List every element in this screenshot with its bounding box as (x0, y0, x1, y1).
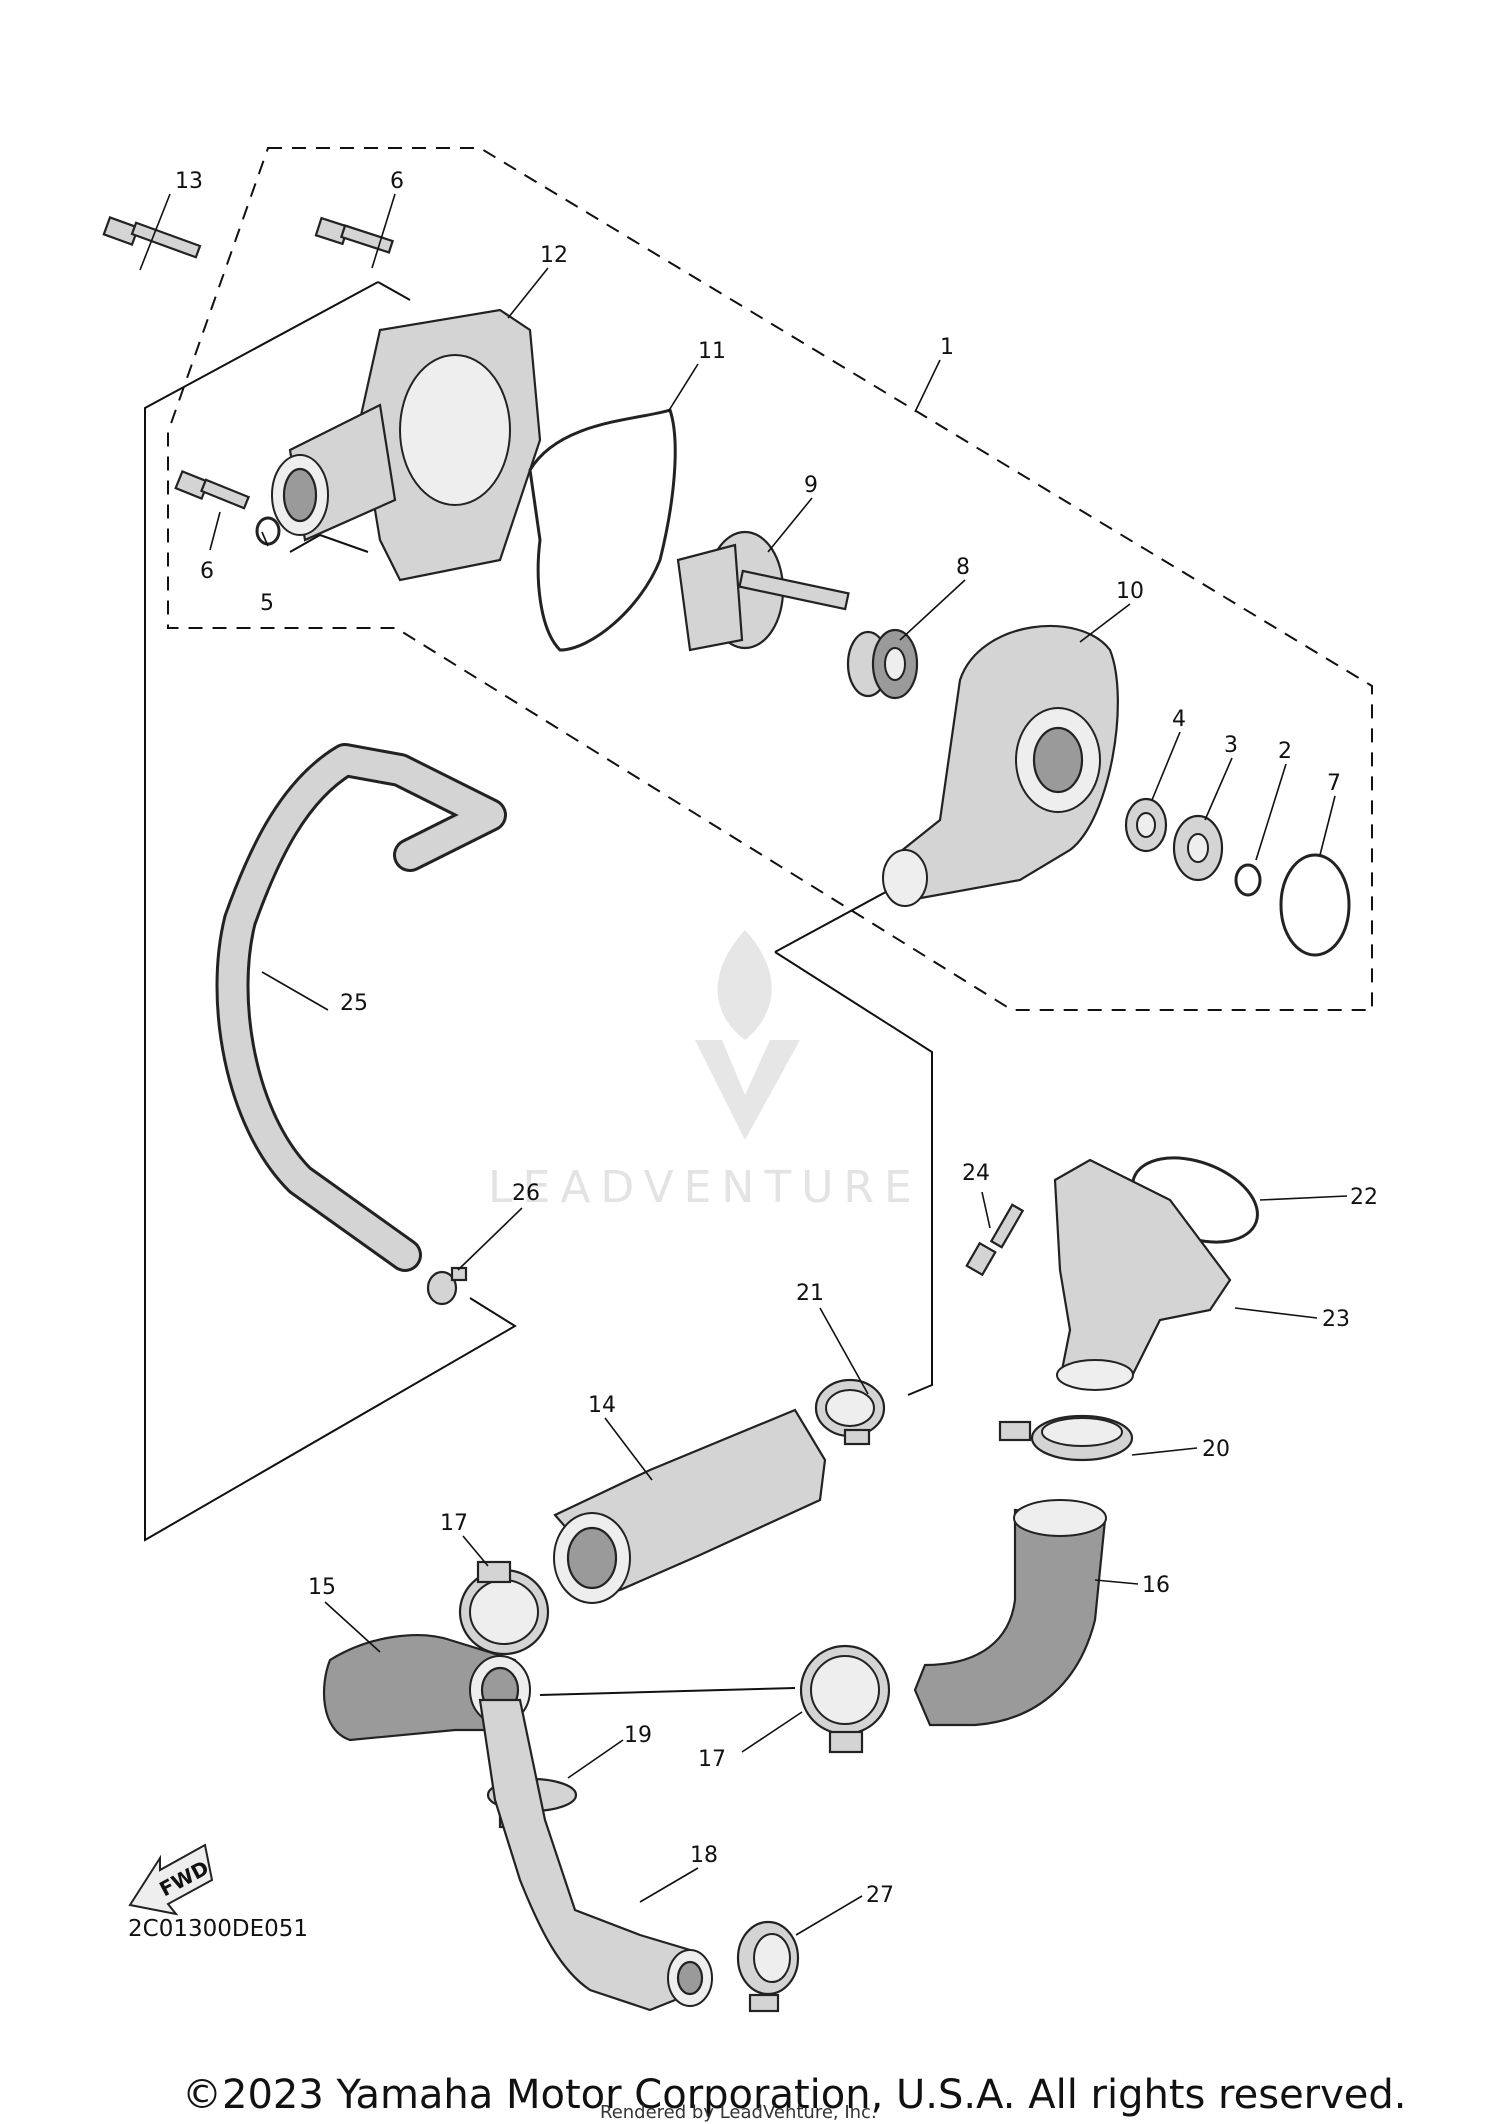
clamp-20 (998, 1414, 1134, 1462)
o-ring-5 (255, 516, 281, 546)
clamp-17-upper (458, 1560, 550, 1656)
callout-6-lower: 6 (200, 559, 214, 584)
watermark-text: LEADVENTURE (488, 1162, 922, 1213)
callout-10: 10 (1116, 579, 1144, 604)
callout-12: 12 (540, 243, 568, 268)
callout-3: 3 (1224, 733, 1238, 758)
callout-2: 2 (1278, 739, 1292, 764)
callout-14: 14 (588, 1393, 616, 1418)
callout-7: 7 (1327, 771, 1341, 796)
clamp-27 (736, 1920, 800, 2013)
bolt-13 (102, 216, 202, 259)
hose-14 (553, 1408, 827, 1604)
bearing-3 (1172, 814, 1224, 882)
callout-4: 4 (1172, 707, 1186, 732)
callout-9: 9 (804, 473, 818, 498)
bolt-6-top (314, 216, 395, 254)
rendered-by-notice: Rendered by LeadVenture, Inc. (600, 2102, 877, 2123)
pump-housing-10 (882, 624, 1119, 907)
o-ring-7 (1279, 853, 1351, 957)
gasket-11 (528, 408, 677, 652)
callout-25: 25 (340, 991, 368, 1016)
oil-seal-4 (1124, 797, 1168, 853)
clamp-17-lower (799, 1644, 891, 1754)
callout-19: 19 (624, 1723, 652, 1748)
callout-21: 21 (796, 1281, 824, 1306)
bolt-6-left (174, 469, 251, 510)
hose-16 (913, 1499, 1107, 1727)
callout-22: 22 (1350, 1185, 1378, 1210)
callout-16: 16 (1142, 1573, 1170, 1598)
impeller-shaft-9 (676, 530, 850, 652)
leader-lines (139, 193, 1348, 1936)
clamp-21 (814, 1378, 886, 1446)
leadventure-watermark: LEADVENTURE (488, 930, 922, 1213)
callout-24: 24 (962, 1161, 990, 1186)
hose-18 (478, 1698, 713, 2012)
bolt-24 (965, 1203, 1025, 1277)
callout-13: 13 (175, 169, 203, 194)
diagram-code: 2C01300DE051 (128, 1916, 309, 1942)
callout-labels: 13 6 12 11 1 9 6 5 8 10 4 3 2 7 25 24 22… (175, 169, 1378, 1908)
fwd-arrow: FWD (128, 1843, 214, 1916)
callout-17-lower: 17 (698, 1747, 726, 1772)
callout-1: 1 (940, 335, 954, 360)
assembly-outline (167, 147, 1373, 1011)
seal-8 (846, 628, 919, 700)
callout-26: 26 (512, 1181, 540, 1206)
clamp-26 (426, 1266, 468, 1306)
callout-18: 18 (690, 1843, 718, 1868)
callout-8: 8 (956, 555, 970, 580)
callout-15: 15 (308, 1575, 336, 1600)
copyright-notice: ©2023 Yamaha Motor Corporation, U.S.A. A… (182, 2072, 1407, 2118)
callout-27: 27 (866, 1883, 894, 1908)
callout-23: 23 (1322, 1307, 1350, 1332)
callout-17-upper: 17 (440, 1511, 468, 1536)
callout-11: 11 (698, 339, 726, 364)
callout-20: 20 (1202, 1437, 1230, 1462)
callout-5: 5 (260, 591, 274, 616)
callout-6: 6 (390, 169, 404, 194)
circlip-2 (1234, 863, 1262, 897)
thermostat-cover-23 (1053, 1158, 1232, 1391)
pump-cover-12 (271, 308, 542, 582)
